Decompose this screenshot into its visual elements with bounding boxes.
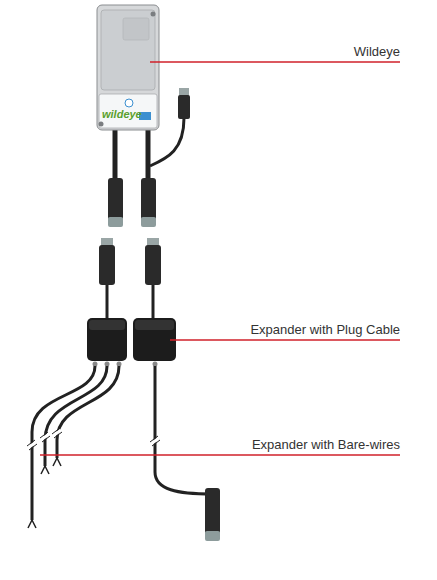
wire-end (53, 458, 61, 466)
socket-connector (205, 488, 220, 534)
device-cable (113, 128, 118, 182)
front-panel (99, 94, 157, 128)
leader-line (40, 454, 400, 456)
socket-ring (205, 531, 220, 541)
break-mark (151, 438, 159, 444)
housing-lid (101, 10, 155, 90)
plug-cable (152, 285, 155, 320)
plug-connector (99, 245, 115, 285)
break-mark (52, 428, 62, 438)
cable-gland (105, 362, 110, 367)
device-cable (146, 128, 151, 182)
lid-label (123, 18, 149, 40)
break-mark (28, 430, 159, 448)
leader-line (150, 61, 400, 63)
expander-box (87, 318, 127, 361)
break-mark (40, 432, 50, 442)
bare-wire (57, 366, 119, 458)
plug-cable (155, 366, 212, 494)
callout-label: Expander with Plug Cable (250, 322, 400, 337)
connector-tip (179, 88, 189, 96)
leader-line (170, 339, 400, 341)
break-mark (28, 442, 36, 448)
cable-gland (153, 362, 158, 367)
wire-end (28, 520, 36, 528)
screw (151, 12, 156, 17)
socket-connector (108, 178, 123, 220)
callout-label: Expander with Bare-wires (252, 437, 400, 452)
break-mark (150, 436, 160, 446)
break-mark (41, 434, 49, 440)
logo-text: wildeye (102, 108, 142, 120)
socket-ring (108, 217, 123, 227)
break-mark (53, 430, 61, 436)
device-housing (97, 5, 159, 130)
bare-wire (45, 366, 107, 466)
expander-top (89, 320, 125, 330)
plug-cable (106, 285, 109, 320)
break-mark (27, 428, 160, 450)
screw (99, 122, 104, 127)
plug-tip (147, 238, 159, 246)
plug-connector (145, 245, 161, 285)
bare-wire (32, 366, 95, 520)
break-mark (27, 440, 37, 450)
sensor-connector (178, 95, 190, 119)
cable-gland (93, 362, 98, 367)
socket-ring (141, 217, 156, 227)
plug-tip (101, 238, 113, 246)
cable-gland (117, 362, 122, 367)
expander-top (135, 320, 174, 330)
socket-connector (141, 178, 156, 220)
expander-box (133, 318, 176, 361)
wire-end (41, 466, 49, 474)
callout-label: Wildeye (354, 44, 400, 59)
status-light (125, 99, 133, 107)
